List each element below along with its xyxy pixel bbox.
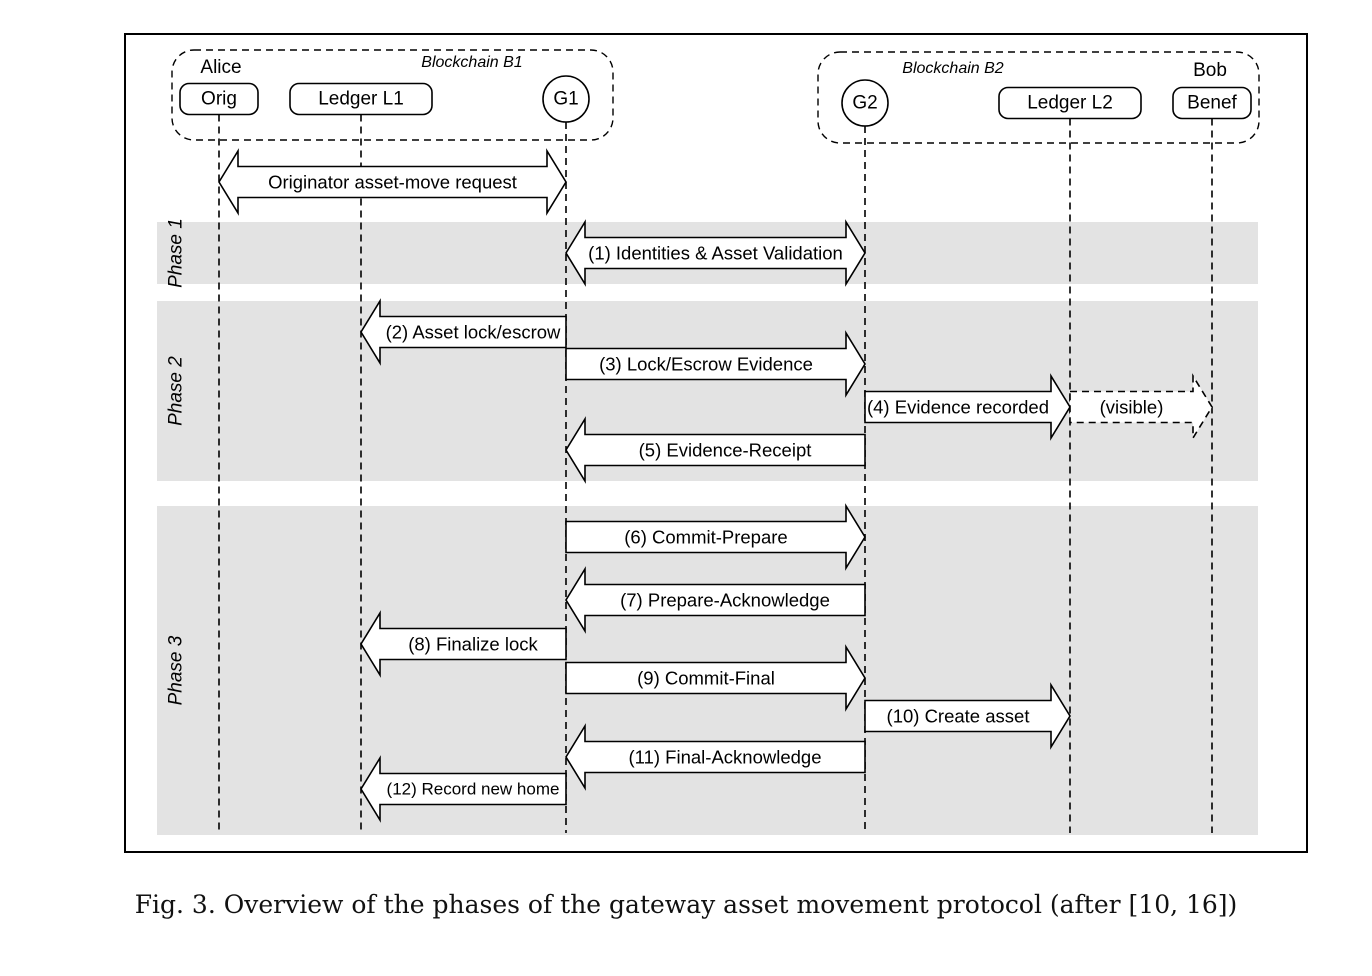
blockchain-b1-label: Blockchain B1 — [421, 54, 522, 71]
phase-label-1: Phase 1 — [166, 218, 187, 288]
message-label-m4: (4) Evidence recorded — [867, 397, 1049, 418]
blockchain-b2-group — [817, 51, 1260, 144]
message-m6: (6) Commit-Prepare — [565, 503, 866, 571]
message-request: Originator asset-move request — [218, 148, 567, 216]
phase-label-2: Phase 2 — [166, 356, 187, 426]
message-m1: (1) Identities & Asset Validation — [565, 219, 866, 287]
message-label-request: Originator asset-move request — [268, 172, 517, 193]
message-label-m10: (10) Create asset — [887, 706, 1030, 727]
message-m4v: (visible) — [1069, 373, 1213, 441]
phase-label-3: Phase 3 — [166, 635, 187, 705]
node-benef: Benef — [1172, 86, 1252, 120]
node-label-g1: G1 — [553, 89, 578, 110]
node-orig: Orig — [179, 82, 259, 116]
messages: Originator asset-move request (1) Identit… — [218, 148, 1213, 823]
node-l1: Ledger L1 — [289, 82, 433, 116]
message-m7: (7) Prepare-Acknowledge — [565, 566, 866, 634]
blockchain-b2-label: Blockchain B2 — [902, 60, 1003, 77]
message-label-m12: (12) Record new home — [387, 780, 560, 799]
node-label-l1: Ledger L1 — [318, 89, 404, 110]
message-m4: (4) Evidence recorded — [864, 373, 1071, 441]
message-m3: (3) Lock/Escrow Evidence — [565, 330, 866, 398]
message-label-m5: (5) Evidence-Receipt — [639, 440, 812, 461]
message-m2: (2) Asset lock/escrow — [360, 298, 567, 366]
message-label-m3: (3) Lock/Escrow Evidence — [599, 354, 813, 375]
participants: Orig Ledger L1 G1 G2 Ledger L2 Benef — [179, 75, 1252, 127]
blockchain-groups: Blockchain B1 Blockchain B2 Alice Bob — [171, 49, 1260, 144]
node-label-benef: Benef — [1187, 93, 1237, 114]
message-m5: (5) Evidence-Receipt — [565, 416, 866, 484]
node-label-l2: Ledger L2 — [1027, 93, 1113, 114]
message-m12: (12) Record new home — [360, 755, 567, 823]
figure-caption: Fig. 3. Overview of the phases of the ga… — [134, 890, 1238, 919]
node-label-orig: Orig — [201, 89, 237, 110]
message-label-m4v: (visible) — [1100, 397, 1164, 418]
node-g1: G1 — [542, 75, 590, 123]
blockchain-b1-group — [171, 49, 614, 141]
message-label-m9: (9) Commit-Final — [637, 668, 775, 689]
message-label-m8: (8) Finalize lock — [408, 634, 538, 655]
message-m10: (10) Create asset — [864, 682, 1071, 750]
message-label-m7: (7) Prepare-Acknowledge — [620, 590, 830, 611]
party-alice-label: Alice — [200, 57, 241, 78]
message-m8: (8) Finalize lock — [360, 610, 567, 678]
message-label-m1: (1) Identities & Asset Validation — [588, 243, 843, 264]
node-label-g2: G2 — [852, 93, 877, 114]
message-m9: (9) Commit-Final — [565, 644, 866, 712]
message-label-m6: (6) Commit-Prepare — [624, 527, 787, 548]
message-label-m2: (2) Asset lock/escrow — [386, 322, 561, 343]
node-g2: G2 — [841, 79, 889, 127]
party-bob-label: Bob — [1193, 60, 1227, 81]
figure-frame — [124, 33, 1308, 853]
message-m11: (11) Final-Acknowledge — [565, 723, 866, 791]
phase-bands: Phase 1 Phase 2 Phase 3 — [157, 218, 1258, 835]
node-l2: Ledger L2 — [998, 86, 1142, 120]
message-label-m11: (11) Final-Acknowledge — [629, 747, 822, 768]
